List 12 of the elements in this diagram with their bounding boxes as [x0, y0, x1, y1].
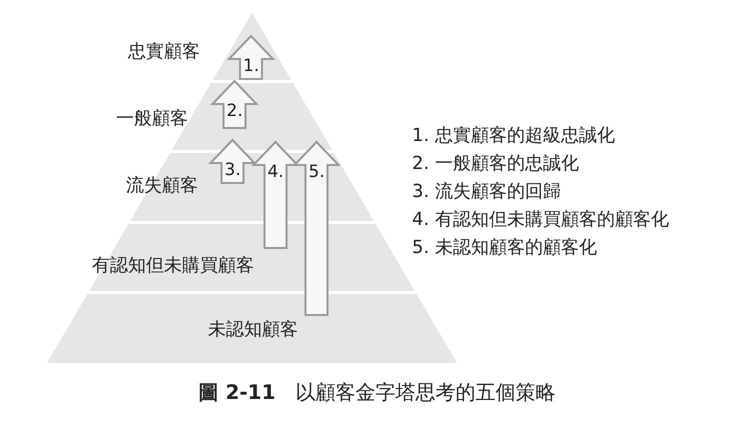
block-arrow	[292, 140, 341, 316]
tier-label: 流失顧客	[126, 174, 198, 198]
tier-label: 有認知但未購買顧客	[92, 254, 254, 278]
strategy-list-item: 4. 有認知但未購買顧客的顧客化	[412, 208, 669, 232]
strategy-list-item: 2. 一般顧客的忠誠化	[412, 152, 580, 176]
strategy-list-item: 5. 未認知顧客的顧客化	[412, 236, 598, 260]
figure-caption: 圖 2-11 以顧客金字塔思考的五個策略	[198, 379, 556, 406]
tier-label: 忠實顧客	[128, 40, 200, 64]
strategy-list-item: 1. 忠實顧客的超級忠誠化	[412, 124, 616, 148]
strategy-list-item: 3. 流失顧客的回歸	[412, 180, 562, 204]
tier-label: 一般顧客	[116, 107, 188, 131]
tier-label: 未認知顧客	[208, 318, 298, 342]
